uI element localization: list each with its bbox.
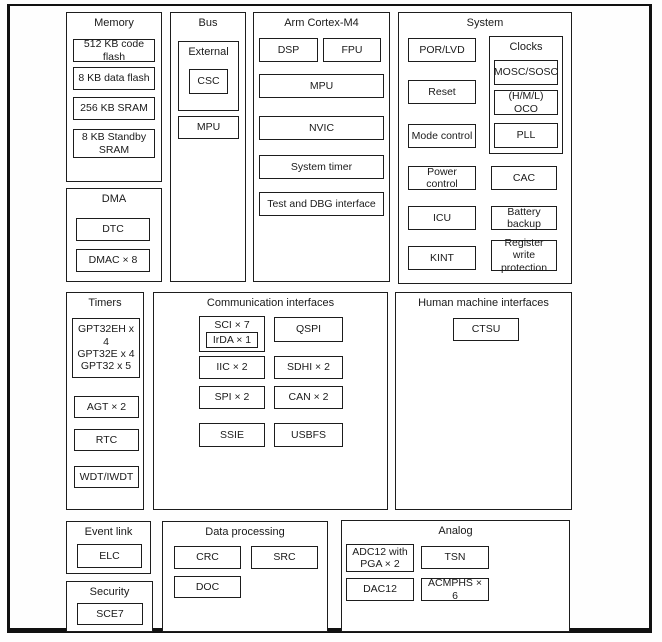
- data-processing-doc-box: DOC: [174, 576, 241, 598]
- analog-block: Analog ADC12 with PGA × 2 TSN DAC12 ACMP…: [341, 520, 570, 632]
- comm-sdhi-box: SDHI × 2: [274, 356, 343, 379]
- gpt-line-3: GPT32 x 5: [80, 360, 132, 373]
- hmi-ctsu-box: CTSU: [453, 318, 519, 341]
- bus-external-label: External: [188, 46, 229, 58]
- system-reset-box: Reset: [408, 80, 476, 104]
- dma-block: DMA DTC DMAC × 8: [66, 188, 162, 282]
- analog-title: Analog: [438, 525, 473, 537]
- comm-qspi-box: QSPI: [274, 317, 343, 342]
- memory-block: Memory 512 KB code flash 8 KB data flash…: [66, 12, 162, 182]
- system-por-lvd-box: POR/LVD: [408, 38, 476, 62]
- timers-gpt-box: GPT32EH x 4 GPT32E x 4 GPT32 x 5: [72, 318, 140, 378]
- dma-title: DMA: [101, 193, 127, 205]
- timers-wdt-box: WDT/IWDT: [74, 466, 139, 488]
- cortex-fpu-box: FPU: [323, 38, 381, 62]
- comm-can-box: CAN × 2: [274, 386, 343, 409]
- system-battery-backup-box: Battery backup: [491, 206, 557, 230]
- cortex-system-timer-box: System timer: [259, 155, 384, 179]
- hmi-title: Human machine interfaces: [418, 297, 549, 309]
- analog-adc-box: ADC12 with PGA × 2: [346, 544, 414, 572]
- comm-sci-label: SCI × 7: [214, 319, 250, 331]
- system-block: System POR/LVD Reset Mode control Power …: [398, 12, 572, 284]
- bus-title: Bus: [198, 17, 218, 29]
- cortex-block: Arm Cortex-M4 DSP FPU MPU NVIC System ti…: [253, 12, 390, 282]
- memory-item-standby-sram: 8 KB Standby SRAM: [73, 129, 155, 158]
- system-icu-box: ICU: [408, 206, 476, 230]
- cortex-dsp-box: DSP: [259, 38, 318, 62]
- communication-interfaces-title: Communication interfaces: [206, 297, 335, 309]
- security-block: Security SCE7: [66, 581, 153, 632]
- gpt-line-1: GPT32EH x 4: [77, 323, 135, 348]
- bus-mpu-box: MPU: [178, 116, 239, 139]
- memory-item-sram: 256 KB SRAM: [73, 97, 155, 120]
- hmi-block: Human machine interfaces CTSU: [395, 292, 572, 510]
- data-processing-src-box: SRC: [251, 546, 318, 569]
- cortex-mpu-box: MPU: [259, 74, 384, 98]
- comm-spi-box: SPI × 2: [199, 386, 265, 409]
- clocks-mosc-sosc-box: MOSC/SOSC: [494, 60, 558, 85]
- timers-block: Timers GPT32EH x 4 GPT32E x 4 GPT32 x 5 …: [66, 292, 144, 510]
- comm-iic-box: IIC × 2: [199, 356, 265, 379]
- cortex-test-dbg-box: Test and DBG interface: [259, 192, 384, 216]
- memory-title: Memory: [94, 17, 134, 29]
- gpt-line-2: GPT32E x 4: [77, 348, 135, 360]
- system-power-control-box: Power control: [408, 166, 476, 190]
- timers-title: Timers: [88, 297, 122, 309]
- system-cac-box: CAC: [491, 166, 557, 190]
- memory-item-code-flash: 512 KB code flash: [73, 38, 155, 63]
- data-processing-title: Data processing: [205, 526, 285, 538]
- timers-rtc-box: RTC: [74, 429, 139, 451]
- system-register-write-protection-box: Register write protection: [491, 237, 557, 274]
- dma-item-dtc: DTC: [76, 218, 150, 241]
- data-processing-block: Data processing CRC SRC DOC: [162, 521, 328, 632]
- system-kint-box: KINT: [408, 246, 476, 270]
- analog-dac-box: DAC12: [346, 578, 414, 601]
- system-mode-control-box: Mode control: [408, 124, 476, 148]
- memory-item-data-flash: 8 KB data flash: [73, 67, 155, 90]
- security-sce-box: SCE7: [77, 603, 143, 625]
- clocks-pll-box: PLL: [494, 123, 558, 148]
- dma-item-dmac: DMAC × 8: [76, 249, 150, 272]
- system-title: System: [466, 17, 504, 29]
- comm-ssie-box: SSIE: [199, 423, 265, 447]
- cortex-nvic-box: NVIC: [259, 116, 384, 140]
- clocks-title: Clocks: [509, 41, 543, 53]
- bus-external-group: External CSC: [178, 41, 239, 111]
- analog-tsn-box: TSN: [421, 546, 489, 569]
- comm-irda-box: IrDA × 1: [206, 332, 258, 349]
- clocks-oco-box: (H/M/L) OCO: [494, 90, 558, 115]
- data-processing-crc-box: CRC: [174, 546, 241, 569]
- bus-block: Bus External CSC MPU: [170, 12, 246, 282]
- timers-agt-box: AGT × 2: [74, 396, 139, 418]
- security-title: Security: [89, 586, 130, 598]
- comm-usbfs-box: USBFS: [274, 423, 343, 447]
- event-link-block: Event link ELC: [66, 521, 151, 574]
- bus-csc-box: CSC: [189, 69, 228, 94]
- comm-sci-box: SCI × 7 IrDA × 1: [199, 316, 265, 352]
- communication-interfaces-block: Communication interfaces SCI × 7 IrDA × …: [153, 292, 388, 510]
- analog-acmphs-box: ACMPHS × 6: [421, 577, 489, 602]
- event-link-title: Event link: [84, 526, 133, 538]
- cortex-title: Arm Cortex-M4: [284, 17, 359, 29]
- event-link-elc-box: ELC: [77, 544, 142, 568]
- system-clocks-group: Clocks MOSC/SOSC (H/M/L) OCO PLL: [489, 36, 563, 154]
- diagram-outer-border: [7, 4, 652, 633]
